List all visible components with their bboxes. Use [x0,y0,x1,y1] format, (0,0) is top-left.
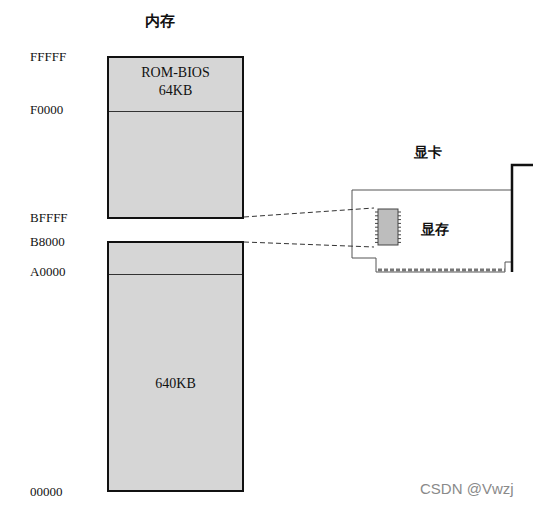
chip-pin [375,215,378,216]
chip-pin [398,238,401,239]
gold-fingers [378,269,505,272]
region-label: 显卡 [414,144,442,162]
chip-pin [398,231,401,232]
memory-chip [375,209,401,245]
chip-pin [375,223,378,224]
address-label: BFFFF [30,210,68,226]
address-label: A0000 [30,264,65,280]
diagram-title: 内存 [145,12,175,31]
region-divider [109,111,242,112]
chip-pin [375,231,378,232]
chip-pin [398,219,401,220]
chip-pin [375,219,378,220]
graphics-card: 显卡显存 [352,140,537,275]
chip-pin [375,234,378,235]
address-label: F0000 [30,102,63,118]
region-label: ROM-BIOS 64KB [131,64,221,99]
chip-pin [375,227,378,228]
chip-pin [398,242,401,243]
chip-pin [398,234,401,235]
chip-pin [398,215,401,216]
chip-pin [375,212,378,213]
mapping-line [244,242,374,247]
chip-pin [375,238,378,239]
card-board [352,190,512,272]
card-bracket [512,165,533,272]
chip-pin [398,212,401,213]
chip-pin [398,227,401,228]
address-label: B8000 [30,234,65,250]
region-label: 显存 [421,221,449,239]
chip-pin [398,223,401,224]
chip-pin [375,242,378,243]
watermark: CSDN @Vwzj [420,480,514,497]
region-divider [109,274,242,275]
ram-region: 640KB [107,241,244,492]
address-label: FFFFF [30,49,66,65]
address-label: 00000 [30,484,63,500]
region-label: 640KB [155,375,195,393]
rom-region: ROM-BIOS 64KB [107,56,244,219]
mapping-line [244,208,374,217]
